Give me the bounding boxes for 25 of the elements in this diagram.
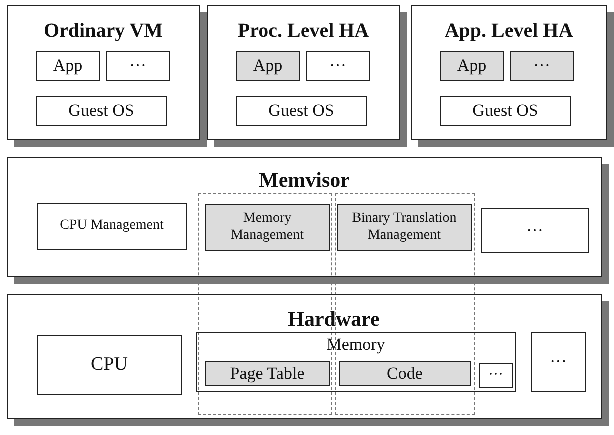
component-box: ···	[306, 51, 370, 81]
component-box: Memory Management	[205, 204, 330, 251]
panel-title: App. Level HA	[444, 20, 574, 43]
component-box: ···	[479, 363, 513, 388]
panel-title: Proc. Level HA	[238, 20, 370, 43]
component-box: Binary Translation Management	[337, 204, 472, 251]
component-box: Guest OS	[36, 96, 167, 126]
component-box: ···	[106, 51, 170, 81]
component-box: App	[236, 51, 300, 81]
component-box: CPU Management	[37, 203, 187, 250]
panel-title: Memvisor	[259, 168, 350, 192]
component-box: App	[36, 51, 100, 81]
component-box: ···	[531, 332, 586, 392]
component-box: CPU	[37, 335, 182, 395]
component-box: ···	[481, 208, 589, 253]
memory-box	[196, 332, 516, 392]
component-box: Code	[339, 361, 471, 386]
component-box: Guest OS	[440, 96, 571, 126]
component-box: Guest OS	[236, 96, 367, 126]
panel-title: Hardware	[288, 307, 380, 332]
component-box: App	[440, 51, 504, 81]
panel-title: Memory	[326, 335, 386, 355]
component-box: ···	[510, 51, 574, 81]
panel-title: Ordinary VM	[44, 20, 164, 43]
component-box: Page Table	[205, 361, 330, 386]
